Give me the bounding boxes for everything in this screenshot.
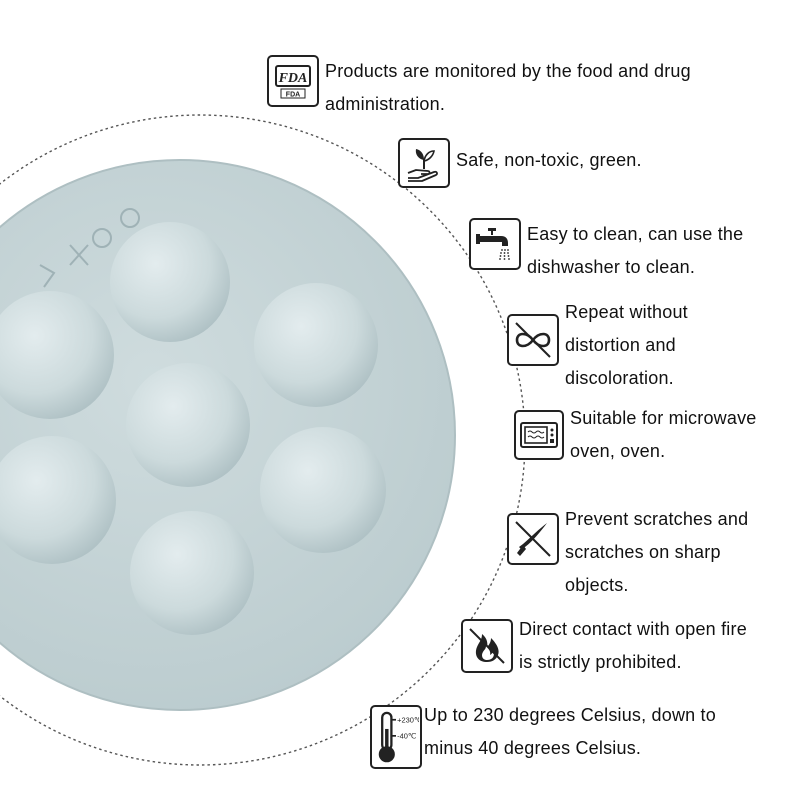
feature-text: Easy to clean, can use the dishwasher to… xyxy=(527,224,744,277)
feature-clean: Easy to clean, can use the dishwasher to… xyxy=(469,218,743,284)
microwave-icon xyxy=(514,410,564,460)
dome xyxy=(126,363,250,487)
svg-text:FDA: FDA xyxy=(278,71,308,86)
feature-text: Safe, non-toxic, green. xyxy=(456,150,642,170)
temp-high-label: +230℃ xyxy=(397,716,419,725)
fda-small-label: FDA xyxy=(286,92,300,99)
thermometer-icon: +230℃ -40℃ xyxy=(370,705,422,769)
mold-domes xyxy=(0,222,386,635)
faucet-icon xyxy=(469,218,521,270)
feature-text: Prevent scratches and scratches on sharp… xyxy=(565,509,749,595)
feature-text: Products are monitored by the food and d… xyxy=(325,61,691,114)
feature-microwave: Suitable for microwave oven, oven. xyxy=(514,402,756,468)
feature-temperature: +230℃ -40℃ Up to 230 degrees Celsius, do… xyxy=(370,699,716,769)
dome xyxy=(0,436,116,564)
feature-text: Direct contact with open fire is strictl… xyxy=(519,619,747,672)
temp-low-label: -40℃ xyxy=(397,732,416,741)
feature-fda: FDA FDA Products are monitored by the fo… xyxy=(267,55,691,121)
feature-no-distortion: Repeat without distortion and discolorat… xyxy=(507,296,688,395)
fda-icon: FDA FDA xyxy=(267,55,319,107)
feature-text: Suitable for microwave oven, oven. xyxy=(570,408,757,461)
plant-hand-icon xyxy=(398,138,450,188)
no-knife-icon xyxy=(507,513,559,565)
feature-no-fire: Direct contact with open fire is strictl… xyxy=(461,613,747,679)
dome xyxy=(130,511,254,635)
dome xyxy=(110,222,230,342)
dome xyxy=(254,283,378,407)
feature-no-scratch: Prevent scratches and scratches on sharp… xyxy=(507,503,748,602)
no-fire-icon xyxy=(461,619,513,673)
dome xyxy=(0,291,114,419)
embossed-symbols xyxy=(39,208,140,288)
feature-safe: Safe, non-toxic, green. xyxy=(398,138,642,188)
dome xyxy=(260,427,386,553)
feature-text: Repeat without distortion and discolorat… xyxy=(565,302,688,388)
feature-text: Up to 230 degrees Celsius, down to minus… xyxy=(424,705,716,758)
no-distortion-icon xyxy=(507,314,559,366)
